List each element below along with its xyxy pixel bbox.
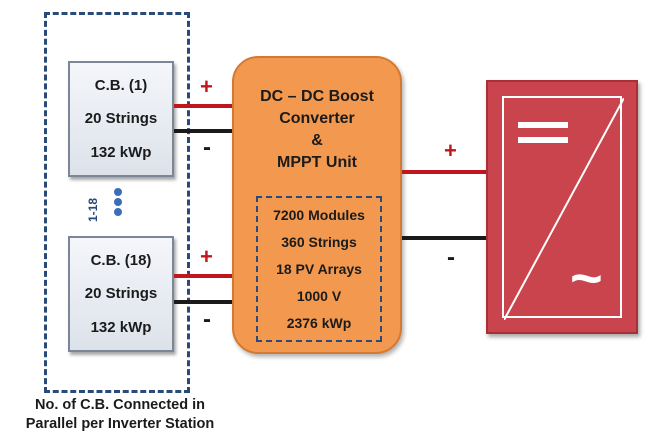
cb1-plus-sign: +	[200, 74, 213, 99]
cb18-title: C.B. (18)	[90, 252, 152, 270]
cb18-plus-sign: +	[200, 244, 213, 269]
converter-title-line: &	[311, 132, 323, 149]
combiner-box-18: C.B. (18) 20 Strings 132 kWp	[68, 236, 174, 352]
cb1-minus-sign: -	[203, 134, 211, 161]
cb1-strings: 20 Strings	[84, 110, 158, 128]
spec-modules: 7200 Modules	[273, 207, 365, 224]
cb1-negative-wire	[174, 129, 234, 133]
spec-voltage: 1000 V	[296, 287, 342, 304]
group-caption: No. of C.B. Connected in Parallel per In…	[0, 396, 240, 434]
dc-dc-converter-block: DC – DC Boost Converter & MPPT Unit 7200…	[232, 56, 402, 354]
converter-title: DC – DC Boost Converter & MPPT Unit	[234, 86, 400, 174]
caption-line: Parallel per Inverter Station	[25, 416, 215, 432]
output-negative-wire	[402, 236, 488, 240]
cb18-minus-sign: -	[203, 306, 211, 333]
combiner-box-1: C.B. (1) 20 Strings 132 kWp	[68, 61, 174, 177]
spec-strings: 360 Strings	[281, 234, 357, 251]
cb1-positive-wire	[174, 104, 234, 108]
cb18-negative-wire	[174, 300, 234, 304]
cb1-power: 132 kWp	[90, 143, 152, 161]
ac-symbol-icon: ~	[570, 246, 603, 309]
converter-title-line: MPPT Unit	[277, 154, 357, 171]
array-spec-box: 7200 Modules 360 Strings 18 PV Arrays 10…	[256, 196, 382, 342]
inverter-block: ~	[486, 80, 638, 334]
dc-symbol-icon	[518, 122, 568, 143]
combiner-group-frame	[44, 12, 190, 393]
converter-title-line: Converter	[279, 110, 355, 127]
inverter-inner-frame: ~	[502, 96, 624, 320]
range-label: 1-18	[86, 197, 100, 222]
spec-arrays: 18 PV Arrays	[276, 260, 362, 277]
cb18-power: 132 kWp	[90, 318, 152, 336]
inverter-diagonal	[504, 98, 624, 320]
ellipsis-dots	[114, 186, 122, 218]
output-plus-sign: +	[444, 138, 457, 163]
spec-power: 2376 kWp	[286, 314, 352, 331]
caption-line: No. of C.B. Connected in	[35, 397, 205, 413]
cb18-strings: 20 Strings	[84, 285, 158, 303]
cb1-title: C.B. (1)	[94, 77, 148, 95]
output-positive-wire	[402, 170, 488, 174]
cb18-positive-wire	[174, 274, 234, 278]
output-minus-sign: -	[447, 244, 455, 271]
converter-title-line: DC – DC Boost	[260, 88, 374, 105]
